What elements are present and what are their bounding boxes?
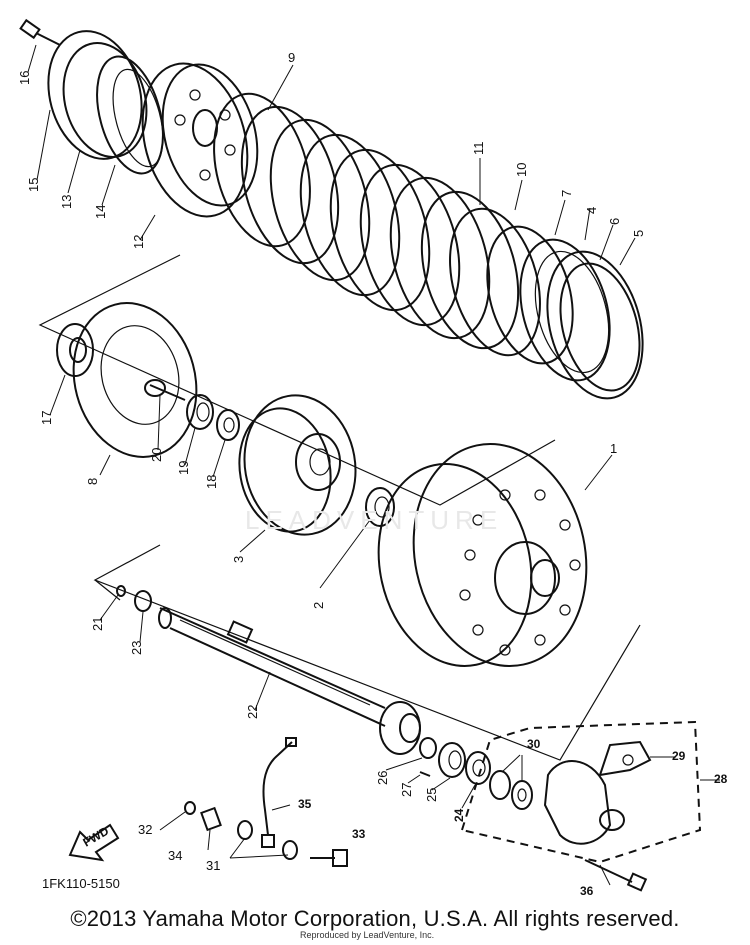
part-4-6-rings xyxy=(519,238,611,382)
part-24-seal xyxy=(465,751,491,785)
leader-lines xyxy=(27,44,720,886)
label-35: 35 xyxy=(298,797,312,811)
part-32-oring xyxy=(184,801,196,815)
label-5: 5 xyxy=(631,230,646,237)
plate-assembly-plane xyxy=(38,254,556,506)
part-19-collar xyxy=(186,394,214,430)
label-14: 14 xyxy=(93,205,108,219)
reproduced-notice: Reproduced by LeadVenture, Inc. xyxy=(300,930,435,940)
label-28: 28 xyxy=(714,772,728,786)
part-18-washer xyxy=(216,409,240,441)
watermark-text: LEADVENTURE xyxy=(245,505,504,535)
label-17: 17 xyxy=(39,411,54,425)
part-17-bearing xyxy=(56,323,94,377)
part-22-main-shaft xyxy=(158,607,386,727)
label-15: 15 xyxy=(26,178,41,192)
label-27: 27 xyxy=(399,783,414,797)
shaft-assembly-plane xyxy=(93,544,641,761)
copyright-notice: ©2013 Yamaha Motor Corporation, U.S.A. A… xyxy=(70,906,680,931)
part-3-drive-gear xyxy=(238,394,357,536)
part-35-cable xyxy=(261,737,297,848)
label-32: 32 xyxy=(138,822,152,837)
label-26: 26 xyxy=(375,771,390,785)
part-16-bolt xyxy=(19,18,61,46)
label-9: 9 xyxy=(288,50,295,65)
label-18: 18 xyxy=(204,475,219,489)
part-1-clutch-housing xyxy=(377,443,588,667)
label-16: 16 xyxy=(17,71,32,85)
part-14-ring xyxy=(96,55,164,175)
part-26-ring xyxy=(419,737,437,759)
part-15-13-pressure-plate xyxy=(47,30,148,160)
label-23: 23 xyxy=(129,641,144,655)
part-2-washer xyxy=(365,487,395,527)
shaft-bearing xyxy=(379,701,421,755)
label-19: 19 xyxy=(176,461,191,475)
part-28-assembly-box xyxy=(461,720,702,864)
label-1: 1 xyxy=(610,441,617,456)
label-30: 30 xyxy=(527,737,541,751)
label-36: 36 xyxy=(580,884,594,898)
label-6: 6 xyxy=(607,218,622,225)
label-10: 10 xyxy=(514,163,529,177)
label-3: 3 xyxy=(231,556,246,563)
part-28-push-lever-housing xyxy=(543,760,625,845)
part-23-washer xyxy=(134,590,152,612)
label-2: 2 xyxy=(311,602,326,609)
label-31: 31 xyxy=(206,858,220,873)
part-29-lever xyxy=(598,740,652,777)
part-31-washers xyxy=(237,820,298,860)
label-11: 11 xyxy=(471,142,486,156)
part-36-bolt xyxy=(584,859,648,892)
part-30-seals xyxy=(489,770,533,810)
part-8-gear-plate xyxy=(72,302,198,458)
label-4: 4 xyxy=(584,207,599,214)
label-8: 8 xyxy=(85,478,100,485)
part-27-pin xyxy=(419,771,431,777)
label-29: 29 xyxy=(672,749,686,763)
part-33-bolt xyxy=(310,849,348,867)
part-5-ring xyxy=(546,250,644,400)
label-12: 12 xyxy=(131,235,146,249)
diagram-code: 1FK110-5150 xyxy=(42,876,120,891)
label-7: 7 xyxy=(559,190,574,197)
label-24: 24 xyxy=(452,808,466,822)
label-33: 33 xyxy=(352,827,366,841)
label-34: 34 xyxy=(168,848,182,863)
part-7-plate xyxy=(486,225,574,365)
label-25: 25 xyxy=(424,788,439,802)
part-25-collar xyxy=(438,742,466,778)
clutch-plate-stack xyxy=(213,92,541,357)
label-22: 22 xyxy=(245,705,260,719)
part-21-clip xyxy=(116,585,126,597)
fwd-arrow: FWD xyxy=(68,823,120,862)
label-13: 13 xyxy=(59,195,74,209)
label-21: 21 xyxy=(90,617,105,631)
label-20: 20 xyxy=(149,448,164,462)
part-labels: 1 2 3 4 5 6 7 8 9 10 11 12 13 14 15 16 1… xyxy=(17,50,728,898)
part-12-clutch-boss xyxy=(141,62,259,218)
part-34-pin xyxy=(200,806,222,832)
